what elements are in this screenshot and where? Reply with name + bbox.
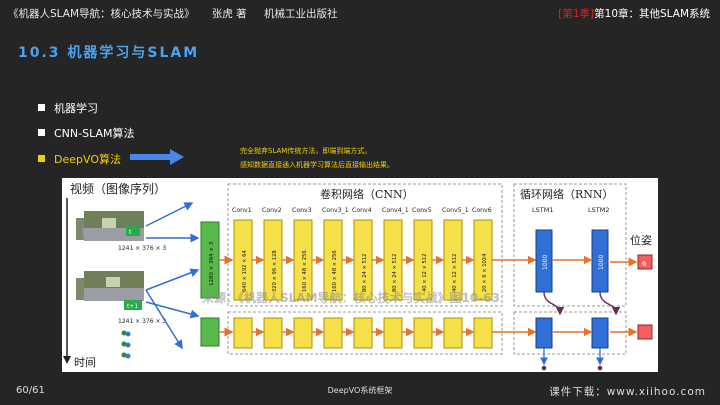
rnn-group-2 (513, 311, 627, 355)
conv-layer-name: Conv5_1 (442, 207, 469, 214)
conv-layer-name: Conv4_1 (382, 207, 409, 214)
conv-layer-dims: 80 × 24 × 512 (392, 254, 398, 292)
conv-layer-dims: 20 × 6 × 1024 (482, 253, 488, 292)
conv-layer-block-2 (383, 317, 403, 349)
page-number: 60/61 (16, 385, 45, 396)
bullet-label: DeepVO算法 (54, 153, 121, 166)
conv-layer-dims: 160 × 48 × 256 (302, 250, 308, 292)
conv-layer-dims: 40 × 12 × 512 (452, 254, 458, 292)
lstm-block-2 (535, 317, 553, 349)
cnn-title: 卷积网络（CNN） (320, 187, 414, 201)
conv-layer-dims: 80 × 24 × 512 (362, 254, 368, 292)
book-title: 《机器人SLAM导航：核心技术与实战》 (8, 8, 195, 20)
conv-layer-name: Conv4 (352, 207, 372, 214)
conv-layer-name: Conv6 (472, 207, 492, 214)
conv-layer-block-2 (473, 317, 493, 349)
bullet-square-icon (38, 129, 45, 136)
lstm-units: 1000 (542, 255, 549, 270)
conv-layer-block-2 (323, 317, 343, 349)
header-book-info: 《机器人SLAM导航：核心技术与实战》 张虎 著 机械工业出版社 (8, 6, 352, 21)
frame-image-t1 (76, 271, 144, 301)
stacked-input-block-2 (200, 317, 220, 347)
conv-layer-block-2 (263, 317, 283, 349)
conv-layer-block-2 (353, 317, 373, 349)
conv-layer-dims: 160 × 48 × 256 (332, 250, 338, 292)
deepvo-framework-diagram: 视频（图像序列） 时间 t 1241 × 376 × 3 t+1 1241 × … (62, 178, 658, 372)
pose-label: 位姿 (630, 233, 652, 247)
conv-layer-name: Conv3_1 (322, 207, 349, 214)
video-label: 视频（图像序列） (70, 181, 166, 196)
stack-label: 1280 × 384 × 3 (209, 241, 215, 286)
conv-layer-dims: 40 × 12 × 512 (422, 254, 428, 292)
frame-t-label: t (129, 229, 132, 236)
cnn-layers-bottom (219, 317, 493, 349)
conv-layer-name: Conv1 (232, 207, 252, 214)
time-label: 时间 (74, 356, 96, 369)
watermark-text: 来源：《机器人SLAM导航：核心技术与实战》图10-63 (201, 290, 500, 305)
bullet-square-icon (38, 104, 45, 111)
conv-layer-block-2 (293, 317, 313, 349)
note-line: 完全抛弃SLAM传统方法，即端到端方式。 (240, 147, 372, 155)
conv-layer-name: Conv3 (292, 207, 312, 214)
image-size-label: 1241 × 376 × 3 (118, 245, 166, 252)
cnn-group (227, 183, 503, 307)
bullet-label: CNN-SLAM算法 (54, 127, 135, 140)
header-chapter-info: [第1季]第10章：其他SLAM系统 (558, 6, 710, 21)
publisher: 机械工业出版社 (264, 8, 338, 20)
frame-t1-label: t+1 (127, 303, 138, 310)
chapter-title: 第10章：其他SLAM系统 (594, 8, 710, 20)
rnn-title: 循环网络（RNN） (520, 187, 614, 201)
conv-layer-block-2 (443, 317, 463, 349)
bullet-item: CNN-SLAM算法 (38, 125, 135, 141)
bullet-item-active: DeepVO算法 (38, 151, 121, 167)
figure-caption: DeepVO系统框架 (327, 386, 393, 395)
lstm-units: 1000 (598, 255, 605, 270)
bullet-square-icon (38, 155, 45, 162)
bullet-item: 机器学习 (38, 100, 98, 116)
conv-layer-block-2 (413, 317, 433, 349)
download-link[interactable]: 课件下载：www.xiihoo.com (549, 386, 706, 398)
rnn-group (513, 183, 627, 307)
pose-output-block-2 (637, 324, 653, 340)
pose-output-block (637, 254, 653, 270)
note-line: 感知数据直接通入机器学习算法后直接输出结果。 (240, 161, 394, 169)
conv-layer-name: Conv5 (412, 207, 432, 214)
conv-layer-dims: 640 × 192 × 64 (242, 250, 248, 292)
conv-layer-dims: 320 × 96 × 128 (272, 250, 278, 292)
conv-layer-block-2 (233, 317, 253, 349)
pose-value: 6 (642, 260, 647, 268)
bullet-label: 机器学习 (54, 102, 98, 115)
lstm-layers: LSTM1 1000 LSTM2 1000 (492, 206, 621, 371)
section-title: 10.3 机器学习与SLAM (18, 45, 200, 61)
cnn-layers-top: Conv1 640 × 192 × 64 Conv2 320 × 96 × 128 Co… (219, 207, 493, 301)
image-size-label-2: 1241 × 376 × 3 (118, 318, 166, 325)
conv-layer-name: Conv2 (262, 207, 282, 214)
lstm-layer-name: LSTM2 (588, 206, 609, 214)
arrow-right-icon (130, 149, 184, 165)
season-tag: [第1季] (558, 8, 595, 20)
lstm-block-2 (591, 317, 609, 349)
author: 张虎 著 (211, 8, 247, 20)
lstm-layer-name: LSTM1 (532, 206, 553, 214)
